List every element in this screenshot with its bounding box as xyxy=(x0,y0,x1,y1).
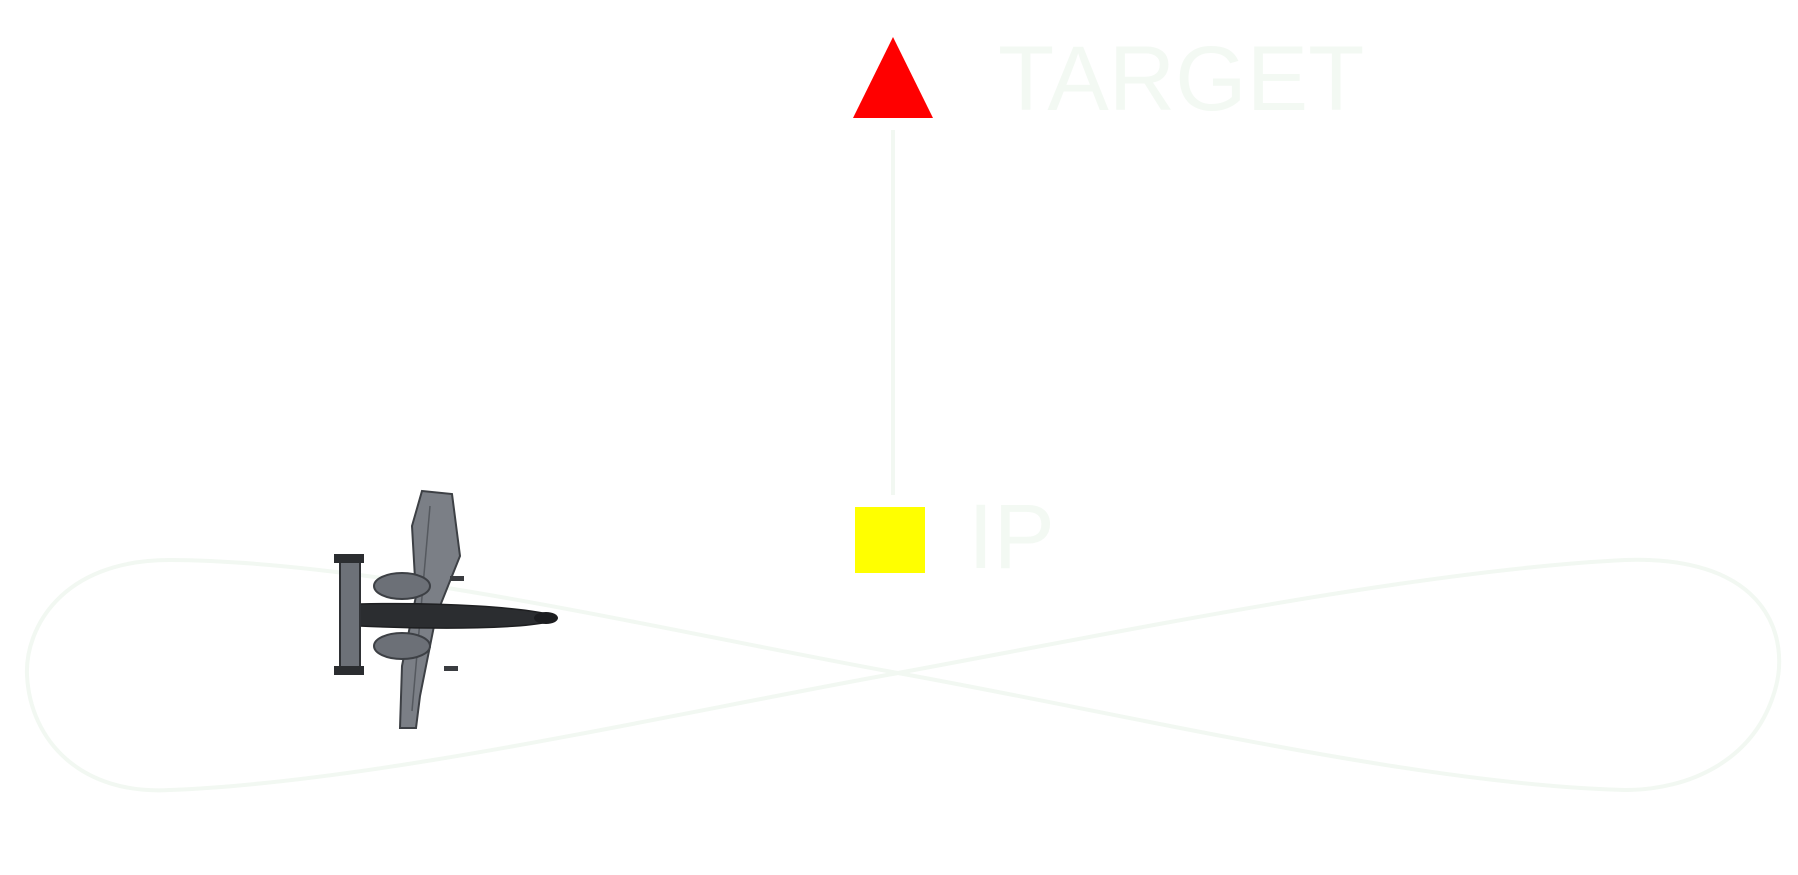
holding-pattern-path xyxy=(24,557,1782,793)
ip-label: IP xyxy=(968,486,1055,588)
target-triangle-icon xyxy=(853,37,933,118)
a10-aircraft-icon xyxy=(334,489,558,729)
ip-square-icon xyxy=(855,507,925,573)
target-label: TARGET xyxy=(998,28,1364,130)
